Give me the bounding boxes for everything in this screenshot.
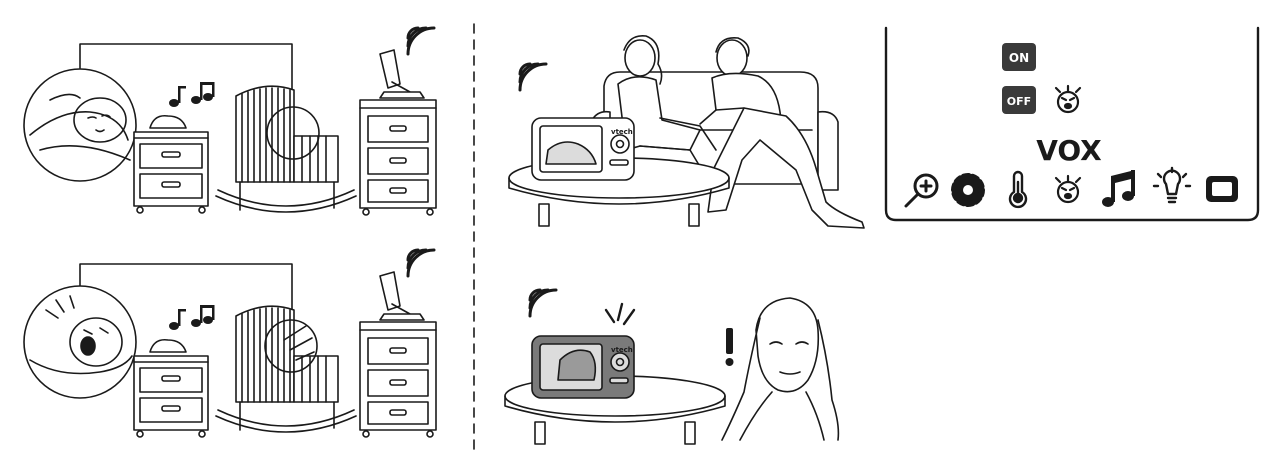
baby-unit-camera — [379, 271, 425, 321]
exclamation-mark — [725, 328, 734, 366]
cradle-zoom-circle — [264, 319, 318, 373]
off-badge: OFF — [1002, 86, 1036, 114]
drawer-cabinet — [359, 99, 437, 216]
scene-parents-sofa: vtech — [508, 34, 865, 229]
nightstand — [133, 355, 209, 438]
link-line — [79, 263, 293, 321]
link-line — [79, 43, 293, 119]
rocking-cradle — [215, 305, 357, 433]
crying-baby-closeup — [23, 285, 137, 399]
wifi-signal-icon — [518, 62, 548, 92]
scene-parent-alert: vtech — [504, 288, 840, 445]
thermometer-icon — [1008, 170, 1028, 209]
parent-unit-monitor: vtech — [531, 117, 635, 181]
parent-unit-monitor-alert: vtech — [531, 335, 635, 399]
rocking-cradle — [215, 85, 357, 213]
sleeping-baby-closeup — [23, 68, 137, 182]
scene-crying-baby — [23, 248, 437, 438]
monitor-brand-logo: vtech — [611, 128, 633, 136]
alert-lines — [604, 302, 636, 326]
wifi-signal-icon — [406, 248, 436, 278]
night-light-lamp — [149, 338, 187, 353]
nightstand — [133, 131, 209, 214]
crying-baby-icon — [1054, 174, 1082, 204]
wifi-signal-icon — [406, 26, 436, 56]
woman-alert-figure — [721, 297, 840, 441]
icon-legend-panel: ON OFF VOX — [884, 26, 1260, 222]
night-light-icon — [1152, 166, 1192, 204]
gear-icon — [951, 173, 985, 207]
off-badge-label: OFF — [1007, 95, 1031, 108]
music-notes — [169, 82, 215, 107]
woman-figure — [617, 34, 717, 181]
vox-label: VOX — [1036, 134, 1102, 167]
on-badge-label: ON — [1009, 51, 1029, 65]
crying-baby-icon — [1054, 84, 1082, 114]
music-notes — [169, 305, 215, 330]
man-figure — [699, 36, 865, 229]
night-light-lamp — [149, 114, 187, 129]
drawer-cabinet — [359, 321, 437, 438]
cradle-zoom-circle — [266, 106, 320, 160]
scene-sleeping-baby — [23, 26, 437, 216]
music-note-icon — [1102, 170, 1135, 207]
screen-icon — [1206, 176, 1238, 202]
zoom-in-icon — [904, 173, 939, 208]
wifi-signal-icon — [528, 288, 558, 318]
monitor-brand-logo: vtech — [611, 346, 633, 354]
on-badge: ON — [1002, 43, 1036, 71]
baby-unit-camera — [379, 49, 425, 99]
